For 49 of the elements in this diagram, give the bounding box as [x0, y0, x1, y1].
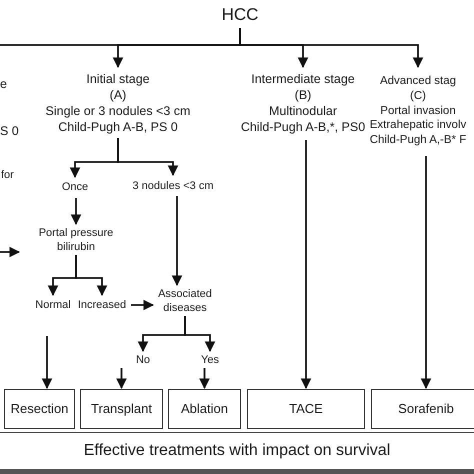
arrow [131, 300, 154, 310]
step-text: Portal pressure bilirubin [22, 225, 130, 255]
arrow [300, 140, 312, 390]
cut-off-text: e [0, 77, 7, 91]
arrow [184, 316, 216, 352]
arrow [42, 336, 52, 390]
treatment-box [80, 389, 163, 429]
stage-text: Multinodular [268, 103, 338, 120]
arrow [70, 198, 82, 226]
treatment-box [371, 389, 474, 429]
box-label: Transplant [91, 401, 152, 417]
stage-text: Single or 3 nodules <3 cm [46, 103, 190, 120]
stage-text: (A) [110, 86, 126, 103]
cut-off-text: for [1, 169, 14, 181]
arrow [199, 368, 210, 390]
stage-heading: Intermediate stage [251, 70, 355, 87]
treatment-box [168, 389, 241, 429]
stage-text: Child-Pugh A,-B* F [370, 133, 466, 148]
stage-text: (C) [410, 88, 426, 104]
box-label: Ablation [181, 401, 228, 417]
arrow [75, 255, 108, 296]
arrow [172, 196, 182, 286]
treatment-box [4, 389, 75, 429]
stage-heading: Initial stage [86, 70, 150, 87]
step-text: Increased [75, 296, 129, 314]
arrow [0, 246, 20, 258]
arrow [117, 138, 178, 176]
stage-text: Extrahepatic involv [370, 118, 466, 134]
box-label: Effective treatments with impact on survival [84, 441, 390, 461]
step-text: Once [55, 178, 95, 196]
step-text: Associated diseases [154, 286, 216, 316]
stage-text: Child-Pugh A-B, PS 0 [58, 119, 178, 136]
step-text: No [133, 352, 153, 368]
root-label: HCC [220, 2, 260, 28]
cut-off-text: S 0 [0, 124, 19, 138]
box-label: TACE [289, 401, 323, 417]
stage-heading: Advanced stag [380, 74, 456, 89]
stage-text: Portal invasion [380, 104, 456, 118]
treatment-box [247, 389, 365, 429]
step-text: Yes [198, 352, 222, 368]
step-text: 3 nodules <3 cm [126, 176, 220, 196]
stage-text: Child-Pugh A-B,*, PS0 [240, 119, 366, 136]
arrow [116, 368, 127, 390]
step-text: Normal [33, 296, 73, 314]
stage-text: (B) [294, 86, 312, 103]
arrow [420, 156, 432, 390]
footer-band [0, 432, 474, 474]
box-label: Resection [10, 401, 68, 417]
box-label: Sorafenib [398, 401, 454, 417]
